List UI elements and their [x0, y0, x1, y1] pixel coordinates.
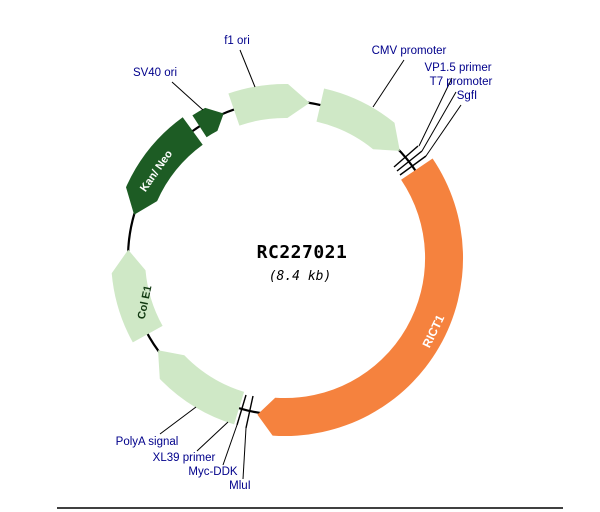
- myc-ddk-tick: [236, 394, 247, 426]
- mlui-label: MluI: [229, 480, 251, 492]
- cmv-promoter-arrow: [316, 88, 400, 151]
- cmv-promoter-leader: [372, 59, 405, 108]
- sv40-ori-arrow: [192, 107, 224, 138]
- t7-promoter-leader: [421, 91, 457, 152]
- polya-signal-label: PolyA signal: [116, 436, 179, 448]
- myc-ddk-label: Myc-DDK: [188, 466, 238, 478]
- plasmid-size: (8.4 kb): [269, 269, 332, 284]
- feature-arrows: [111, 83, 464, 437]
- sv40-ori-leader: [171, 81, 204, 111]
- tick-marks: [236, 145, 427, 429]
- plasmid-title: RC227021 (8.4 kb): [257, 242, 348, 284]
- sv40-ori-label: SV40 ori: [133, 67, 177, 79]
- f1-ori-label: f1 ori: [224, 35, 250, 47]
- orf-arc: [257, 158, 464, 437]
- xl39-primer-label: XL39 primer: [153, 452, 216, 464]
- sgfi-label: SgfI: [457, 90, 477, 102]
- f1-ori-leader: [239, 49, 256, 88]
- sgfi-leader: [425, 104, 462, 157]
- xl39-primer-leader: [196, 421, 229, 452]
- sgfi-tick: [399, 155, 427, 176]
- kan-neo-arrow: [126, 117, 203, 215]
- vp15-primer-leader: [418, 77, 453, 147]
- annotation-labels: f1 ori SV40 ori CMV promoter VP1.5 prime…: [116, 35, 493, 492]
- leader-lines: [159, 49, 462, 480]
- polya-arrow: [158, 350, 245, 425]
- polya-signal-leader: [159, 406, 197, 435]
- t7-promoter-label: T7 promoter: [430, 76, 493, 88]
- myc-ddk-leader: [222, 424, 238, 466]
- plasmid-name: RC227021: [257, 242, 348, 263]
- col-e1-arrow: [111, 249, 163, 343]
- t7-tick: [396, 150, 423, 172]
- cmv-promoter-label: CMV promoter: [372, 45, 447, 57]
- f1-ori-arrow: [228, 83, 310, 126]
- mlui-tick: [245, 395, 254, 429]
- mlui-leader: [242, 427, 247, 480]
- vp15-tick: [393, 145, 419, 168]
- vp15-primer-label: VP1.5 primer: [424, 62, 491, 74]
